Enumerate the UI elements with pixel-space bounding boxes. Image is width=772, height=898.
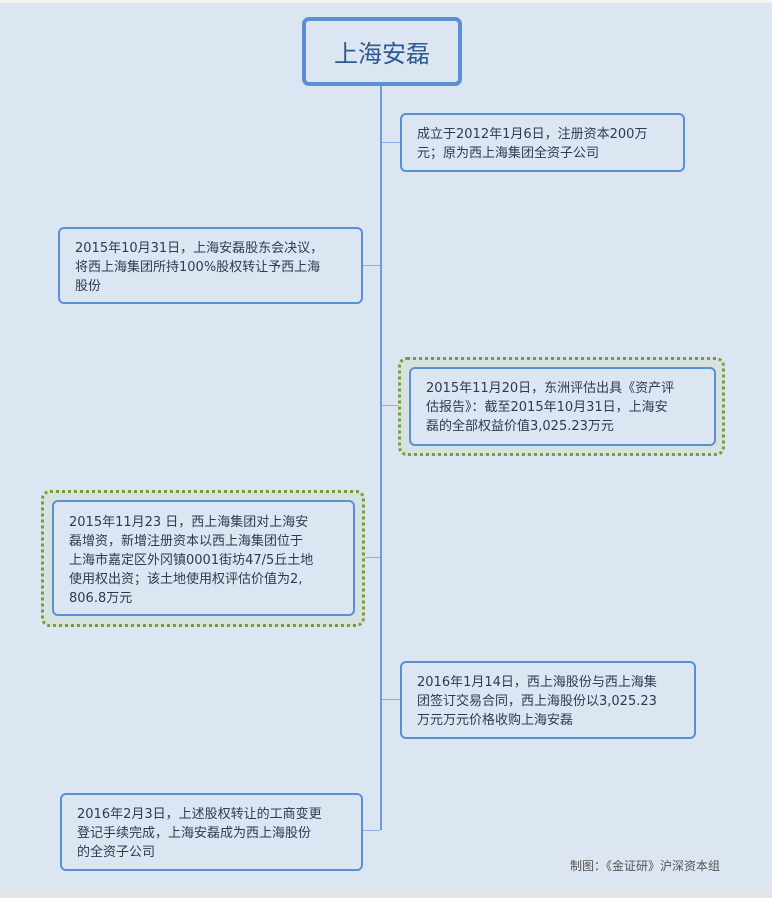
node-text: 806.8万元 <box>69 591 133 606</box>
node-text: 估报告》：截至2015年10月31日，上海安 <box>426 400 668 415</box>
node-text: 登记手续完成，上海安磊成为西上海股份 <box>77 826 312 841</box>
connector <box>382 142 400 143</box>
connector <box>382 405 409 406</box>
timeline-node-5[interactable]: 2016年1月14日，西上海股份与西上海集 团签订交易合同，西上海股份以3,02… <box>400 661 696 739</box>
credit-text: 制图：《金证研》沪深资本组 <box>570 859 721 873</box>
node-text: 的全资子公司 <box>77 845 156 860</box>
node-text: 磊的全部权益价值3,025.23万元 <box>426 419 614 434</box>
node-text: 2016年1月14日，西上海股份与西上海集 <box>417 675 657 690</box>
timeline-node-4[interactable]: 2015年11月23 日，西上海集团对上海安 磊增资，新增注册资本以西上海集团位… <box>52 500 355 616</box>
node-text: 磊增资，新增注册资本以西上海集团位于 <box>69 534 304 549</box>
node-text: 2015年11月20日，东洲评估出具《资产评 <box>426 381 675 396</box>
node-text: 上海市嘉定区外冈镇0001街坊47/5丘土地 <box>69 553 314 568</box>
node-text: 股份 <box>75 279 102 294</box>
node-text: 成立于2012年1月6日，注册资本200万 <box>417 127 648 142</box>
connector <box>362 830 380 831</box>
node-text: 元；原为西上海集团全资子公司 <box>417 146 600 161</box>
node-text: 2015年11月23 日，西上海集团对上海安 <box>69 515 309 530</box>
node-text: 使用权出资；该土地使用权评估价值为2, <box>69 572 303 587</box>
connector <box>354 557 380 558</box>
top-strip <box>0 0 772 3</box>
node-text: 2015年10月31日，上海安磊股东会决议， <box>75 241 324 256</box>
root-node[interactable]: 上海安磊 <box>302 17 462 86</box>
timeline-spine <box>380 86 382 830</box>
node-text: 万元万元价格收购上海安磊 <box>417 713 574 728</box>
node-text: 将西上海集团所持100%股权转让予西上海 <box>75 260 321 275</box>
timeline-node-2[interactable]: 2015年10月31日，上海安磊股东会决议， 将西上海集团所持100%股权转让予… <box>58 227 363 304</box>
timeline-node-3[interactable]: 2015年11月20日，东洲评估出具《资产评 估报告》：截至2015年10月31… <box>409 367 716 446</box>
timeline-node-1[interactable]: 成立于2012年1月6日，注册资本200万 元；原为西上海集团全资子公司 <box>400 113 685 172</box>
node-text: 团签订交易合同，西上海股份以3,025.23 <box>417 694 657 709</box>
node-text: 2016年2月3日，上述股权转让的工商变更 <box>77 807 322 822</box>
timeline-node-6[interactable]: 2016年2月3日，上述股权转让的工商变更 登记手续完成，上海安磊成为西上海股份… <box>60 793 363 871</box>
bottom-strip <box>0 889 772 898</box>
connector <box>362 265 380 266</box>
connector <box>382 699 400 700</box>
root-title: 上海安磊 <box>334 40 430 68</box>
